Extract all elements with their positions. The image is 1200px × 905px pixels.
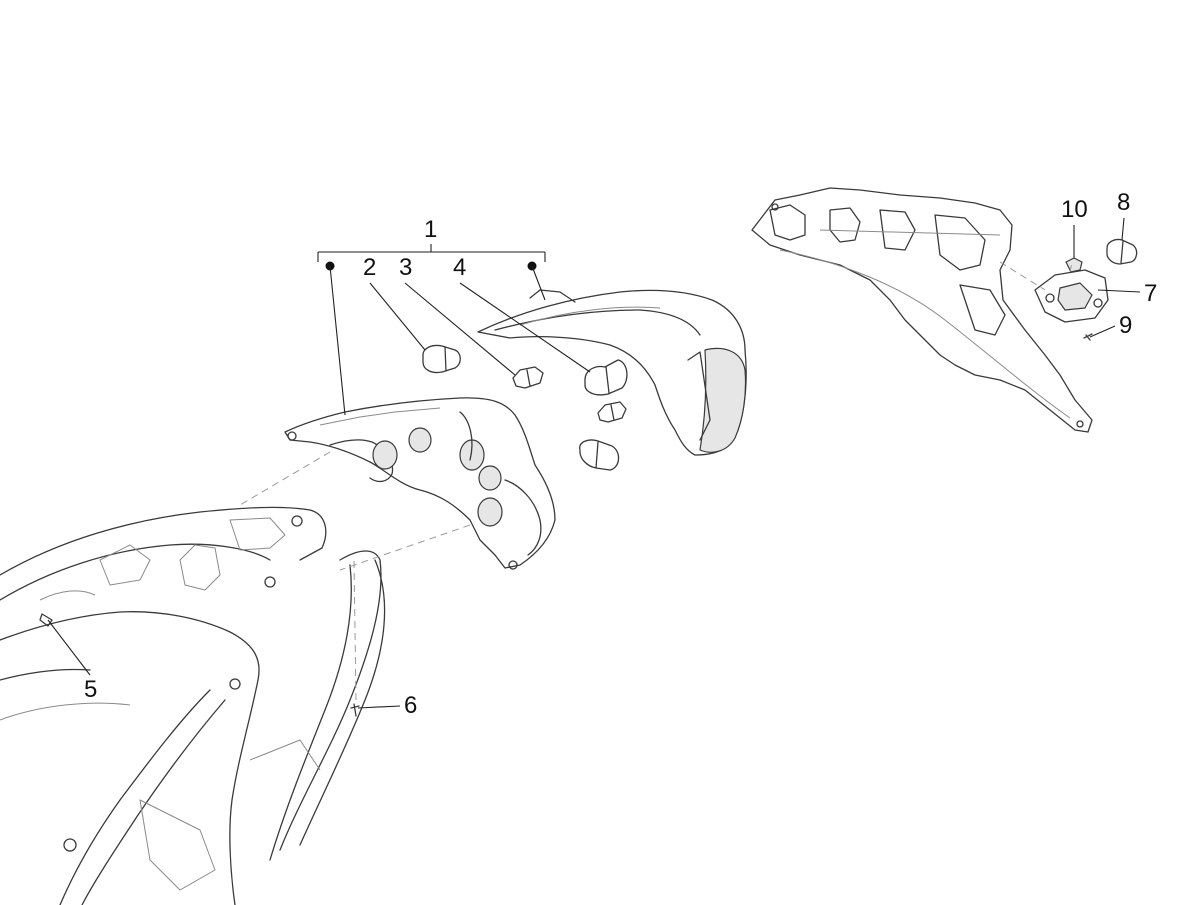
bulb-small bbox=[422, 344, 461, 374]
callout-3: 3 bbox=[399, 254, 413, 281]
bulb-large-lower bbox=[579, 439, 620, 471]
leader-lines bbox=[47, 217, 1141, 709]
bulb-large-upper bbox=[584, 359, 628, 396]
callout-8: 8 bbox=[1117, 189, 1131, 216]
taillight-lens bbox=[477, 289, 747, 456]
callout-2: 2 bbox=[363, 254, 377, 281]
plate-light-bulb bbox=[1106, 238, 1138, 265]
clip-nut bbox=[1065, 257, 1083, 273]
self-tapping-screw-9 bbox=[1083, 333, 1093, 341]
callout-9: 9 bbox=[1119, 312, 1133, 339]
taillight-housing bbox=[284, 397, 556, 570]
callout-5: 5 bbox=[84, 676, 98, 703]
plate-light-bracket bbox=[1034, 269, 1109, 323]
self-tapping-screw-6 bbox=[350, 703, 360, 717]
callout-1: 1 bbox=[424, 216, 438, 243]
callout-7: 7 bbox=[1144, 280, 1158, 307]
alignment-lines bbox=[239, 261, 1073, 701]
screw-5 bbox=[39, 613, 53, 627]
callout-4: 4 bbox=[453, 254, 467, 281]
callout-6: 6 bbox=[404, 692, 418, 719]
callout-10: 10 bbox=[1061, 196, 1088, 223]
rear-mudguard bbox=[751, 187, 1093, 433]
bulb-wedge-lower bbox=[597, 401, 627, 423]
rear-body-frame bbox=[0, 506, 386, 905]
bulb-wedge-upper bbox=[512, 366, 544, 389]
